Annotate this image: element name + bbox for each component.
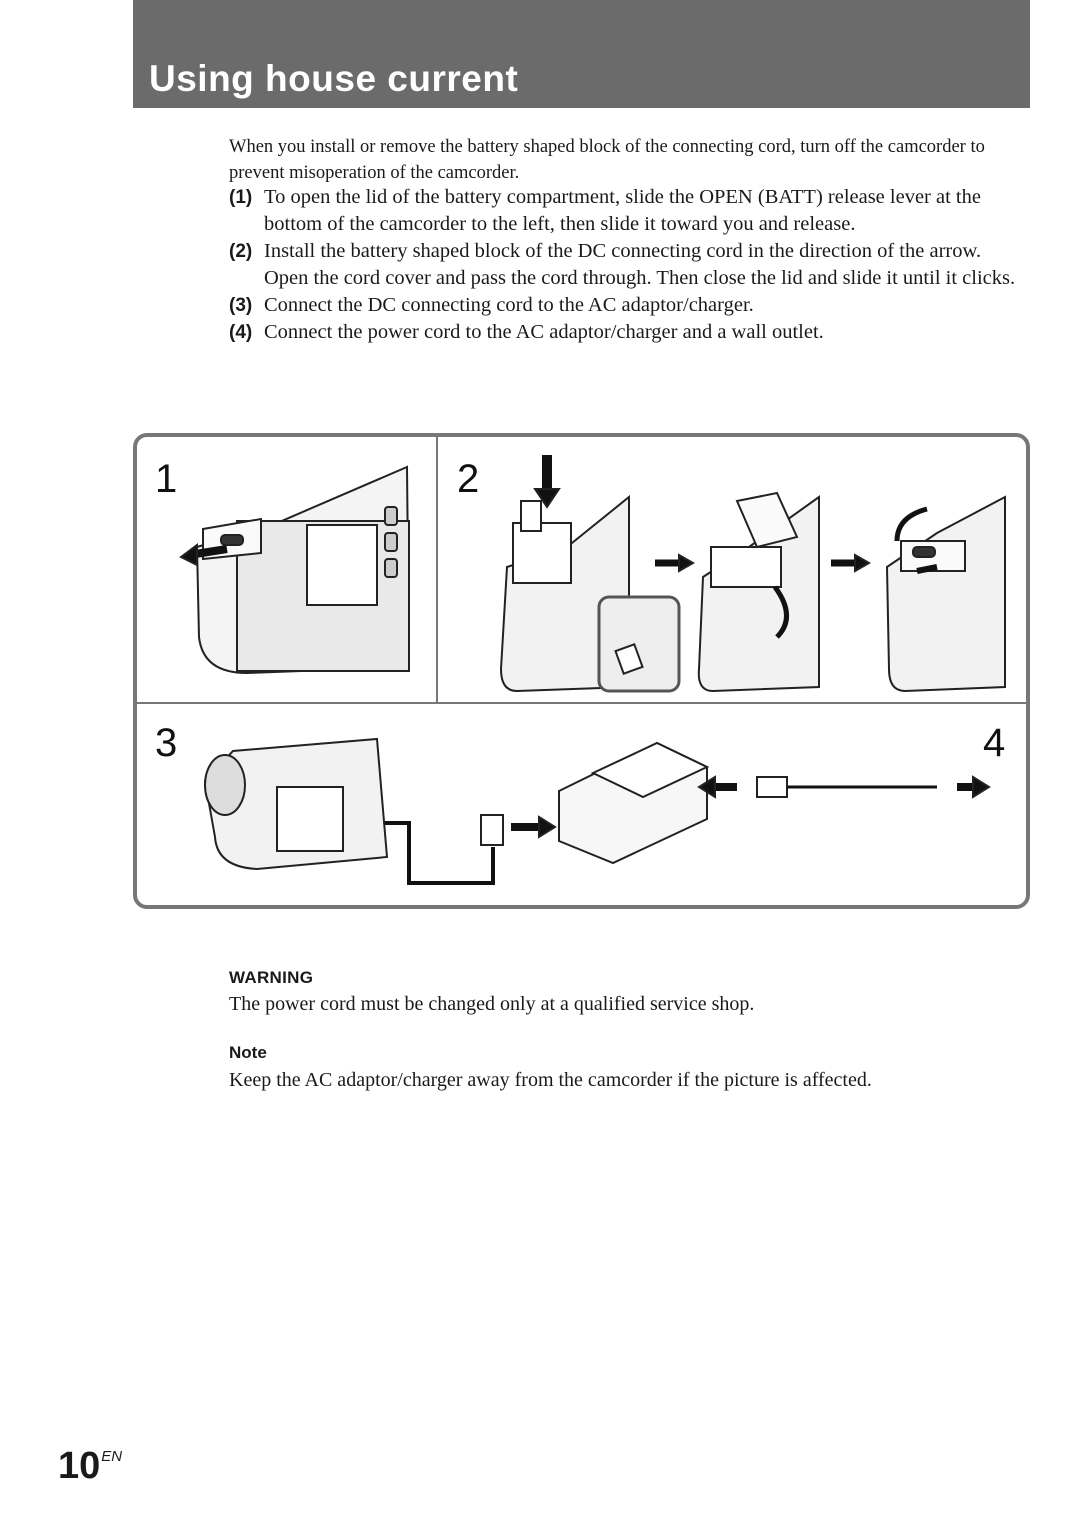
step-text: To open the lid of the battery compartme… (264, 186, 981, 235)
camcorder-lever-illustration (179, 465, 411, 675)
step-text: Connect the power cord to the AC adaptor… (264, 321, 824, 343)
step-3: (3) Connect the DC connecting cord to th… (229, 292, 1029, 319)
page-number-value: 10 (58, 1445, 101, 1487)
figure-illustration (137, 437, 1026, 885)
page-title: Using house current (149, 58, 519, 99)
step-text: Install the battery shaped block of the … (264, 240, 1016, 289)
step-number: (1) (229, 187, 253, 208)
step-number: (4) (229, 322, 253, 343)
intro-paragraph: When you install or remove the battery s… (229, 137, 985, 183)
instruction-figure: 1 2 3 4 (133, 433, 1030, 909)
ac-adaptor-connection-illustration (203, 737, 991, 885)
step-2: (2) Install the battery shaped block of … (229, 238, 1029, 292)
note-heading: Note (229, 1043, 267, 1062)
panel-label-2: 2 (457, 457, 480, 501)
battery-block-install-illustration (499, 455, 1006, 693)
panel-label-1: 1 (155, 457, 178, 501)
warning-text: The power cord must be changed only at a… (229, 993, 755, 1015)
panel-label-3: 3 (155, 721, 178, 765)
step-text: Connect the DC connecting cord to the AC… (264, 294, 754, 316)
step-number: (3) (229, 295, 253, 316)
page-number-suffix: EN (101, 1448, 123, 1465)
step-number: (2) (229, 241, 253, 262)
step-4: (4) Connect the power cord to the AC ada… (229, 319, 1029, 346)
panel-label-4: 4 (983, 721, 1006, 765)
page-number: 10EN (58, 1447, 122, 1485)
warning-heading: WARNING (229, 968, 314, 987)
note-text: Keep the AC adaptor/charger away from th… (229, 1069, 872, 1091)
section-header-bar: Using house current (133, 0, 1030, 108)
steps-list: (1) To open the lid of the battery compa… (229, 184, 1029, 346)
step-1: (1) To open the lid of the battery compa… (229, 184, 1029, 238)
